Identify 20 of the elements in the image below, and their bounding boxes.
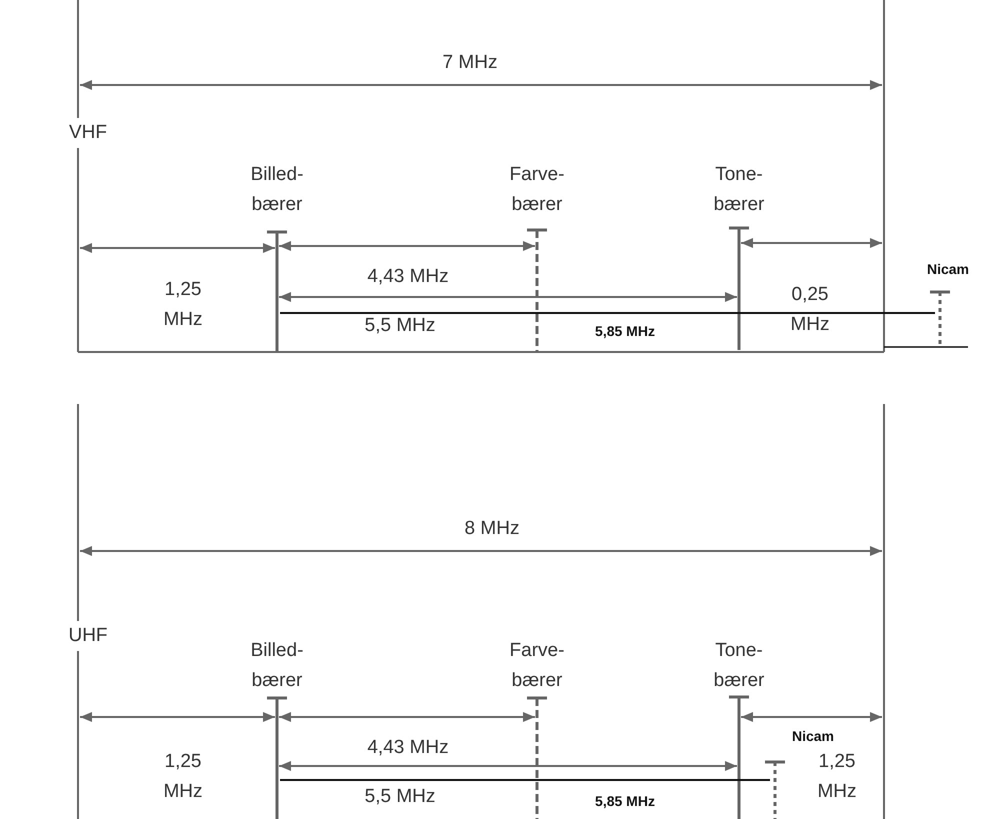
spacing-label: 1,25 MHz — [816, 750, 858, 804]
carrier-label: Farve- bærer — [508, 639, 566, 693]
spacing-label: 4,43 MHz — [366, 265, 450, 289]
spacing-label: 4,43 MHz — [366, 736, 450, 760]
carrier-label: Nicam — [926, 260, 970, 278]
carrier-label: Farve- bærer — [508, 163, 566, 217]
spacing-label: 1,25 MHz — [162, 278, 204, 332]
carrier-label: Billed- bærer — [250, 163, 304, 217]
bandwidth-label: 7 MHz — [442, 51, 498, 75]
carrier-label: Tone- bærer — [712, 163, 766, 217]
spacing-label: 5,5 MHz — [364, 314, 436, 338]
spacing-label: 5,85 MHz — [594, 322, 656, 340]
spacing-label: 5,5 MHz — [364, 785, 436, 809]
carrier-label: Nicam — [790, 727, 836, 745]
spacing-label: 5,85 MHz — [594, 792, 656, 810]
bandwidth-label: 8 MHz — [464, 517, 520, 541]
spacing-label: 0,25 MHz — [789, 283, 831, 337]
spacing-label: 1,25 MHz — [162, 750, 204, 804]
carrier-label: Billed- bærer — [250, 639, 304, 693]
carrier-label: Tone- bærer — [712, 639, 766, 693]
